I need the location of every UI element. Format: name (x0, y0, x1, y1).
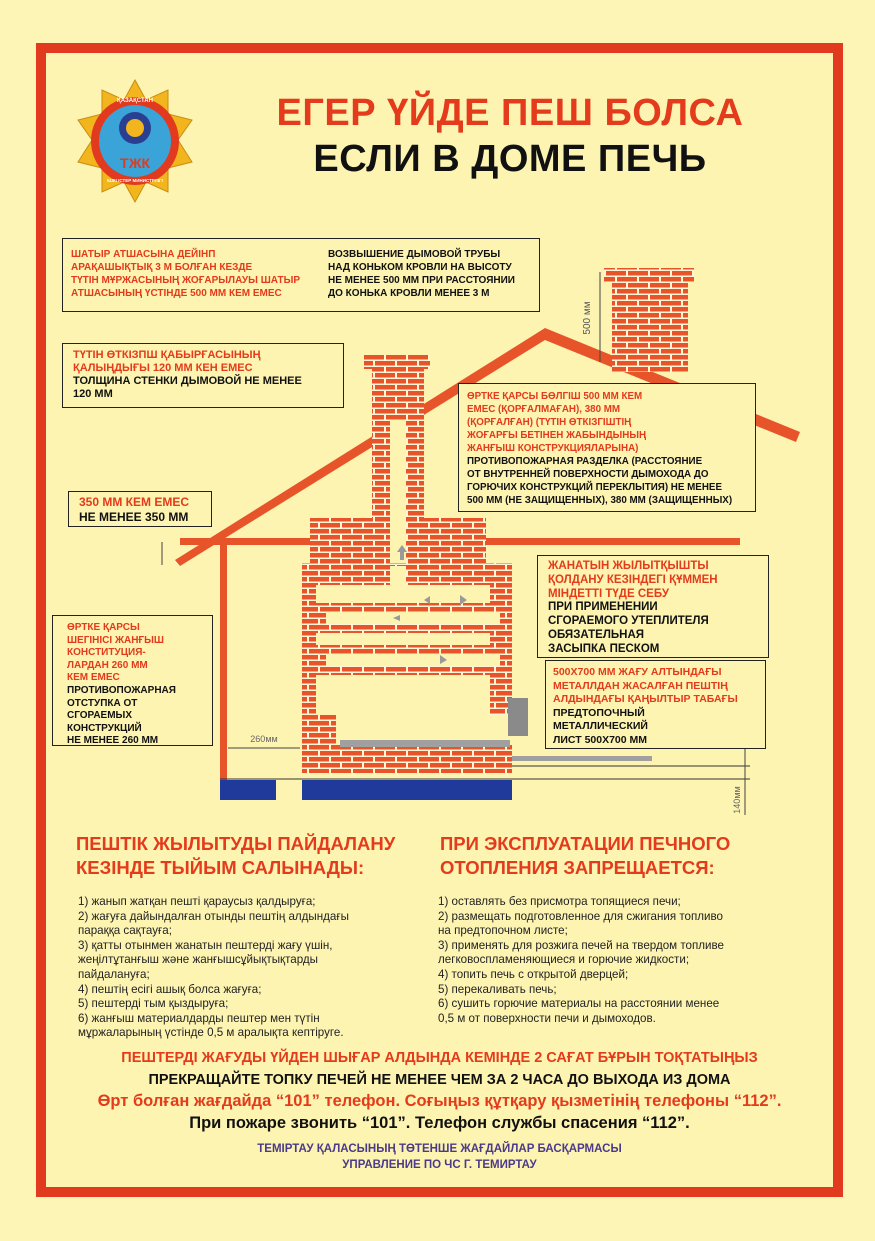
smoke-arrow-icon (440, 655, 447, 664)
callout-fire-break: ӨРТКЕ ҚАРСЫ БӨЛГІШ 500 ММ КЕМ ЕМЕС (ҚОРҒ… (458, 383, 756, 512)
phone-info-ru: При пожаре звонить “101”. Телефон службы… (189, 1114, 690, 1132)
smoke-arrow-icon (397, 545, 407, 560)
callout-metal-sheet: 500Х700 ММ ЖАҒУ АЛТЫНДАҒЫ МЕТАЛЛДАН ЖАСА… (545, 660, 766, 749)
callout-kz-text: 350 ММ КЕМ ЕМЕС (79, 495, 190, 509)
list-item: 3) қатты отынмен жанатын пештерді жағу ү… (78, 938, 333, 981)
emblem-bottom-text: ІШКІ ІСТЕР МИНИСТРЛІГІ (107, 178, 163, 183)
callout-kz-text: 500Х700 ММ ЖАҒУ АЛТЫНДАҒЫ МЕТАЛЛДАН ЖАСА… (553, 666, 738, 705)
dimension-260: 260мм (250, 734, 277, 744)
title-kz: ЕГЕР ҮЙДЕ ПЕШ БОЛСА (276, 92, 744, 134)
list-item: 2) размещать подготовленное для сжигания… (438, 909, 724, 938)
emblem-top-text: ҚАЗАҚСТАН (117, 98, 153, 104)
warning-kz: ПЕШТЕРДІ ЖАҒУДЫ ҮЙДЕН ШЫҒАР АЛДЫНДА КЕМІ… (121, 1050, 758, 1066)
callout-wall-thickness: ТҮТІН ӨТКІЗПШ ҚАБЫРҒАСЫНЫҢ ҚАЛЫҢДЫҒЫ 120… (62, 343, 344, 408)
list-item: 6) сушить горючие материалы на расстояни… (438, 997, 720, 1025)
callout-ru-text: ПРИ ПРИМЕНЕНИИ СГОРАЕМОГО УТЕПЛИТЕЛЯ ОБЯ… (548, 601, 709, 655)
callout-kz-text: ЖАНАТЫН ЖЫЛЫТҚЫШТЫ ҚОЛДАНУ КЕЗІНДЕГІ ҚҰМ… (548, 560, 718, 600)
list-item: 3) применять для розжига печей на твердо… (438, 938, 724, 967)
phone-info-kz: Өрт болған жағдайда “101” телефон. Соғың… (97, 1092, 782, 1110)
wall-foundation (220, 780, 276, 800)
callout-ru-text: ВОЗВЫШЕНИЕ ДЫМОВОЙ ТРУБЫ НАД КОНЬКОМ КРО… (328, 249, 515, 299)
left-wall (220, 545, 227, 780)
pre-furnace-sheet (512, 756, 652, 761)
callout-kz-text: ӨРТКЕ ҚАРСЫ БӨЛГІШ 500 ММ КЕМ ЕМЕС (ҚОРҒ… (467, 391, 647, 454)
callout-chimney-height: ШАТЫР АТШАСЫНА ДЕЙІНП АРАҚАШЫҚТЫҚ 3 М БО… (62, 238, 540, 312)
list-item: 1) оставлять без присмотра топящиеся печ… (438, 895, 681, 908)
smoke-arrow-icon (424, 596, 430, 604)
organization-kz: ТЕМІРТАУ ҚАЛАСЫНЫҢ ТӨТЕНШЕ ЖАҒДАЙЛАР БАС… (257, 1143, 622, 1155)
rules-list-kz: 1) жанып жатқан пешті қараусыз қалдыруға… (78, 895, 418, 1041)
rules-heading-ru: ПРИ ЭКСПЛУАТАЦИИ ПЕЧНОГО ОТОПЛЕНИЯ ЗАПРЕ… (440, 833, 731, 878)
list-item: 5) перекаливать печь; (438, 982, 557, 996)
callout-setback: ӨРТКЕ ҚАРСЫ ШЕГІНІСІ ЖАНҒЫШ КОНСТИТУЦИЯ-… (52, 615, 213, 746)
dimension-500: 500 мм (582, 301, 593, 334)
stove-diagram: 500 мм 260мм 140мм (161, 268, 800, 815)
roof (175, 328, 800, 566)
rules-list-ru: 1) оставлять без присмотра топящиеся печ… (438, 895, 778, 1026)
outer-chimney (612, 280, 688, 372)
callout-ru-text: НЕ МЕНЕЕ 350 ММ (79, 510, 189, 524)
emblem-center-text: ТЖК (120, 155, 151, 171)
list-item: 4) пештің есігі ашық болса жағуға; (78, 982, 262, 996)
warning-ru: ПРЕКРАЩАЙТЕ ТОПКУ ПЕЧЕЙ НЕ МЕНЕЕ ЧЕМ ЗА … (148, 1072, 731, 1088)
dimension-140: 140мм (732, 786, 742, 813)
outer-chimney-cap (604, 268, 694, 282)
smoke-arrow-icon (460, 595, 467, 605)
stove-foundation (302, 780, 512, 800)
list-item: 2) жағуға дайындалған отынды пештің алды… (78, 909, 349, 938)
callout-kz-text: ШАТЫР АТШАСЫНА ДЕЙІНП АРАҚАШЫҚТЫҚ 3 М БО… (71, 249, 301, 299)
callout-kz-text: ТҮТІН ӨТКІЗПШ ҚАБЫРҒАСЫНЫҢ ҚАЛЫҢДЫҒЫ 120… (73, 349, 261, 374)
callout-min-350: 350 ММ КЕМ ЕМЕС НЕ МЕНЕЕ 350 ММ (68, 491, 212, 527)
callout-ru-text: ПРОТИВОПОЖАРНАЯ РАЗДЕЛКА (РАССТОЯНИЕ ОТ … (467, 456, 733, 506)
list-item: 6) жанғыш материалдарды пештер мен түтін… (78, 1011, 344, 1040)
rules-heading-kz: ПЕШТІК ЖЫЛЫТУДЫ ПАЙДАЛАНУ КЕЗІНДЕ ТЫЙЫМ … (76, 833, 396, 878)
stove-door (508, 698, 528, 736)
callout-sand: ЖАНАТЫН ЖЫЛЫТҚЫШТЫ ҚОЛДАНУ КЕЗІНДЕГІ ҚҰМ… (537, 555, 769, 658)
callout-ru-text: ПРЕДТОПОЧНЫЙ МЕТАЛЛИЧЕСКИЙ ЛИСТ 500Х700 … (553, 706, 648, 746)
callout-ru-text: ПРОТИВОПОЖАРНАЯ ОТСТУПКА ОТ СГОРАЕМЫХ КО… (67, 684, 176, 747)
organization-ru: УПРАВЛЕНИЕ ПО ЧС Г. ТЕМИРТАУ (342, 1159, 537, 1171)
list-item: 5) пештерді тым қыздыруға; (78, 997, 229, 1011)
emergency-service-emblem: ҚАЗАҚСТАН ТЖК ІШКІ ІСТЕР МИНИСТРЛІГІ (77, 78, 193, 204)
list-item: 4) топить печь с открытой дверцей; (438, 967, 629, 981)
smoke-arrow-icon (393, 615, 400, 621)
title-ru: ЕСЛИ В ДОМЕ ПЕЧЬ (313, 138, 707, 180)
list-item: 1) жанып жатқан пешті қараусыз қалдыруға… (78, 895, 316, 908)
main-chimney-cap (364, 355, 430, 369)
callout-kz-text: ӨРТКЕ ҚАРСЫ ШЕГІНІСІ ЖАНҒЫШ КОНСТИТУЦИЯ-… (67, 622, 164, 684)
grate (340, 740, 510, 747)
callout-ru-text: ТОЛЩИНА СТЕНКИ ДЫМОВОЙ НЕ МЕНЕЕ 120 ММ (73, 375, 302, 400)
